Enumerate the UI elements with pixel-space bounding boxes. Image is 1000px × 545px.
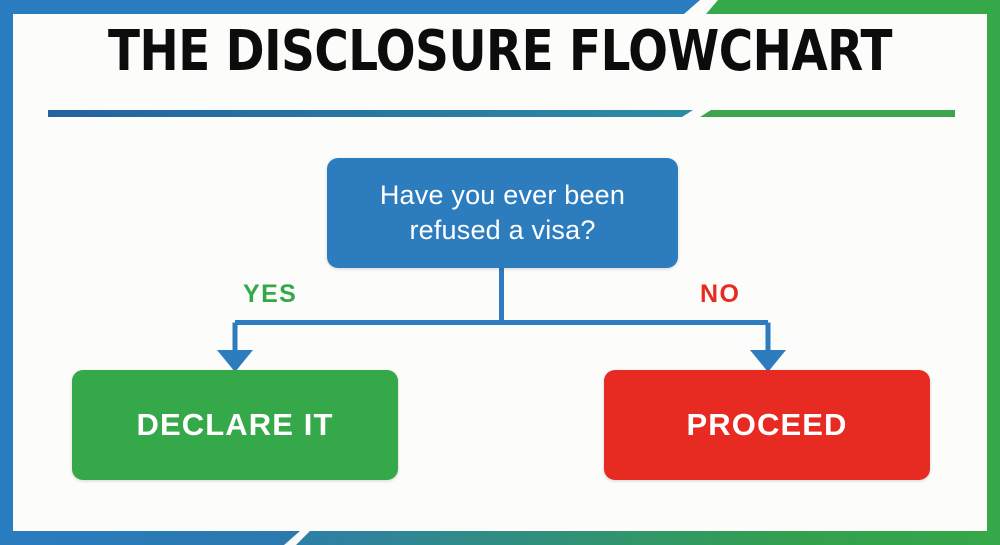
title-rule-left (48, 110, 693, 117)
outcome-node-declare-it[interactable]: DECLARE IT (72, 370, 398, 480)
title-rule-right (700, 110, 955, 117)
frame-border-top-green (706, 0, 1000, 14)
frame-border-right (987, 0, 1000, 545)
frame-border-bottom-left (0, 531, 300, 545)
decision-node-line-2: refused a visa? (409, 215, 596, 245)
outcome-node-proceed-label: PROCEED (686, 407, 848, 442)
frame-border-top-blue (0, 0, 700, 14)
frame-border-bottom-right (296, 531, 1000, 545)
outcome-node-proceed[interactable]: PROCEED (604, 370, 930, 480)
outcome-node-declare-it-label: DECLARE IT (136, 407, 334, 442)
decision-node-text: Have you ever been refused a visa? (380, 178, 625, 247)
branch-label-no: NO (700, 280, 741, 308)
frame-border-left (0, 0, 13, 545)
decision-node-line-1: Have you ever been (379, 180, 626, 211)
decision-node[interactable]: Have you ever been refused a visa? (327, 158, 678, 268)
branch-label-yes: YES (243, 280, 298, 308)
page-title: THE DISCLOSURE FLOWCHART (108, 19, 892, 84)
